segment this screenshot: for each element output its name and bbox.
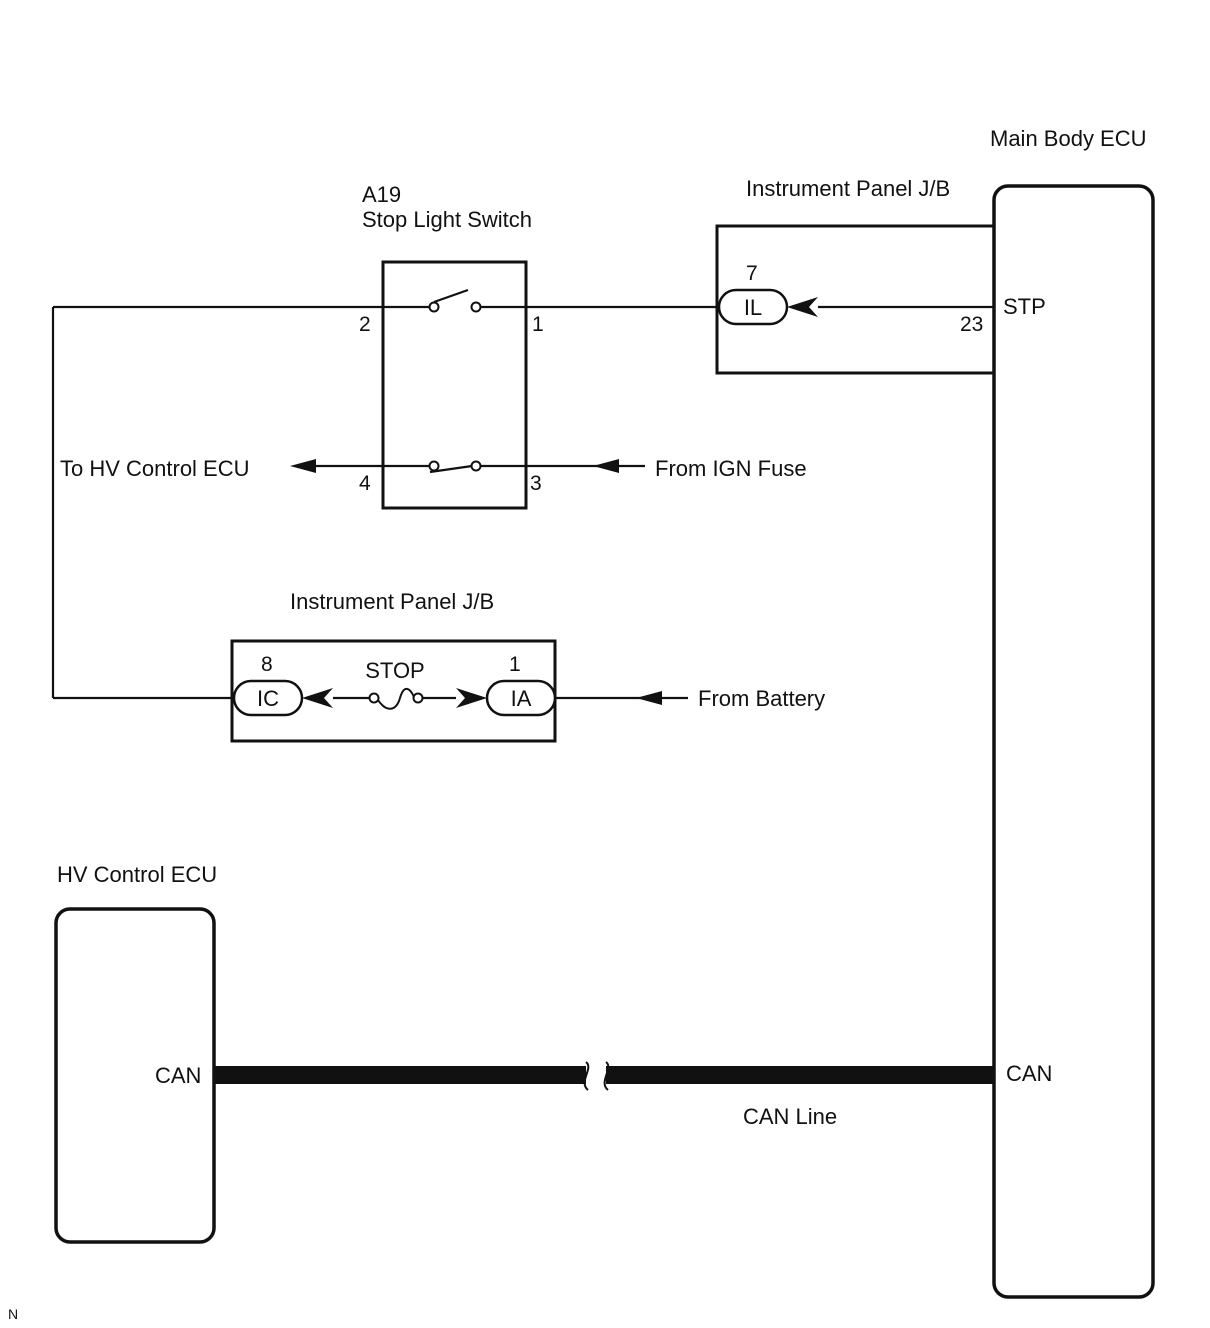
fuse-terminal-right [412,692,424,704]
switch-pin-2: 2 [359,313,371,336]
can-line-right [606,1066,994,1084]
switch-lower-blade [429,464,473,474]
switch-upper-contact-left [428,301,440,313]
stop-light-switch-box [381,260,528,510]
connector-ic-label: IC [257,686,279,711]
connector-il-chevron-icon [787,297,818,317]
ip-jb-bottom-box [230,639,557,743]
switch-upper-contact-right [470,301,482,313]
main-body-ecu-terminal-can: CAN [1006,1061,1052,1086]
label-to-hv-control-ecu: To HV Control ECU [60,456,250,481]
ip-jb-bottom-pin-1: 1 [509,653,521,676]
fuse-icon [377,687,415,710]
connector-ia-chevron-icon [456,688,487,708]
arrow-from-ign-icon [593,459,619,473]
corner-mark: N [8,1306,18,1322]
main-body-ecu-pin-23: 23 [960,313,983,336]
main-body-ecu-box [992,184,1155,1299]
ip-jb-top-title: Instrument Panel J/B [746,176,950,201]
ip-jb-top-box [715,224,994,375]
can-line-label: CAN Line [743,1104,837,1129]
fuse-stop-label: STOP [365,658,425,683]
can-line-break-left [583,1061,590,1091]
switch-pin-1: 1 [532,313,544,336]
fuse-terminal-left [368,692,380,704]
main-body-ecu-title: Main Body ECU [990,126,1147,151]
switch-pin-3: 3 [530,472,542,495]
connector-ia-label: IA [511,686,532,711]
main-body-ecu-terminal-stp: STP [1003,294,1046,319]
can-line-left [214,1066,586,1084]
arrow-from-battery-icon [636,691,662,705]
switch-lower-contact-left [428,460,440,472]
switch-upper-blade [433,288,469,304]
arrow-to-hv-icon [290,459,316,473]
connector-il-label: IL [744,295,762,320]
hv-control-ecu-title: HV Control ECU [57,862,217,887]
switch-pin-4: 4 [359,472,371,495]
can-line-break-right [603,1061,610,1091]
ip-jb-bottom-pin-8: 8 [261,653,273,676]
ip-jb-bottom-title: Instrument Panel J/B [290,589,494,614]
switch-lower-contact-right [470,460,482,472]
stop-light-switch-title: Stop Light Switch [362,207,532,232]
label-from-ign-fuse: From IGN Fuse [655,456,807,481]
connector-ic-chevron-icon [302,688,333,708]
label-from-battery: From Battery [698,686,825,711]
ip-jb-top-pin-7: 7 [746,262,758,285]
hv-control-ecu-terminal-can: CAN [155,1063,201,1088]
stop-light-switch-code: A19 [362,182,401,207]
